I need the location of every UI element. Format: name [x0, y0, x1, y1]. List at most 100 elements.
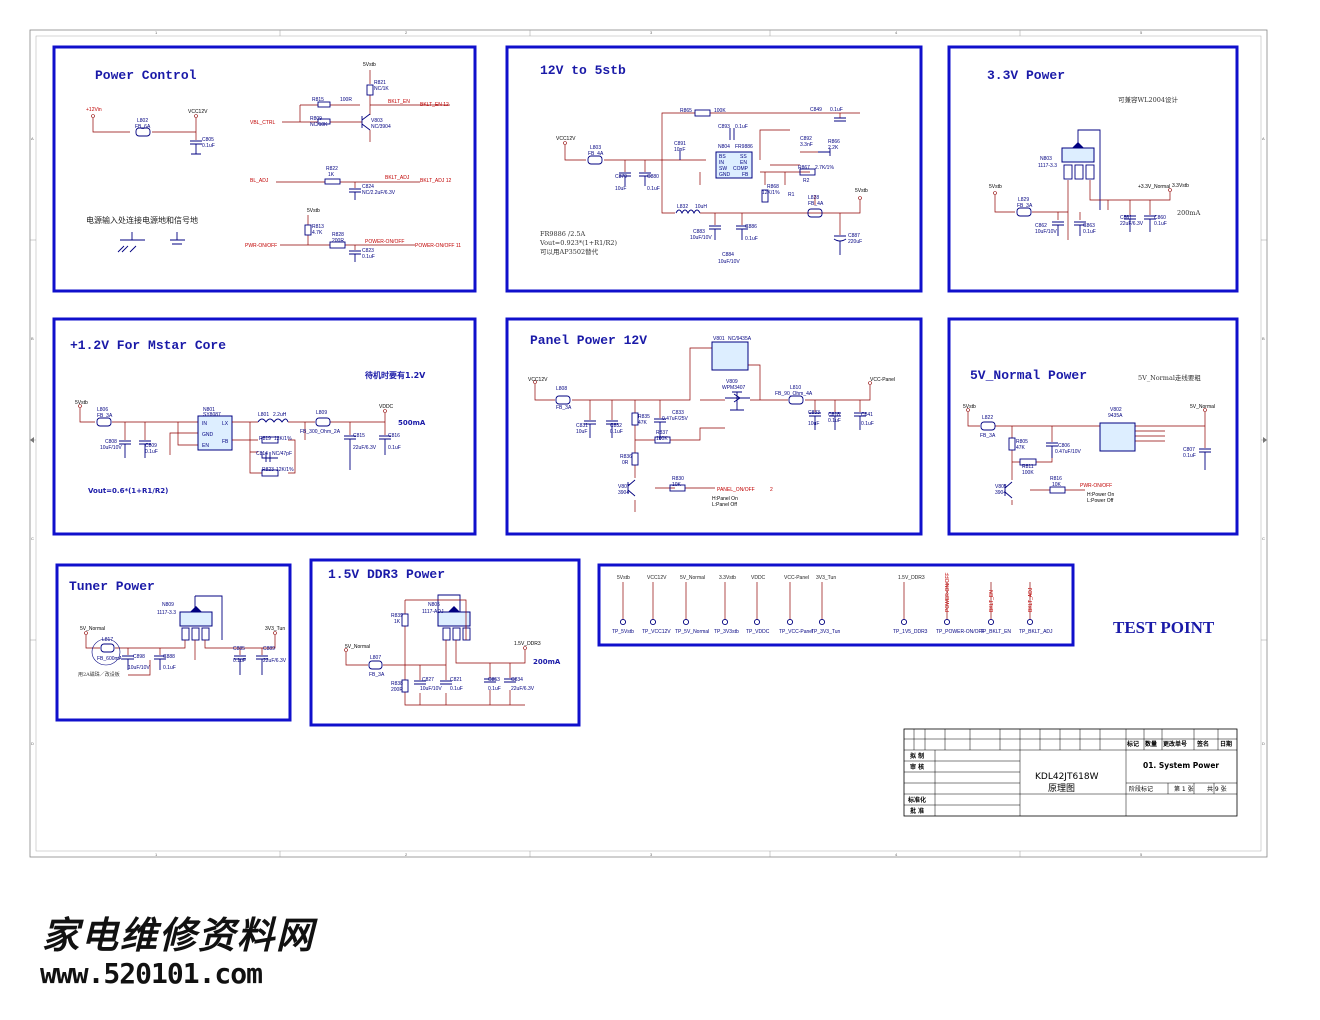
watermark: 家电维修资料网 www.520101.com: [40, 913, 316, 990]
lbl-s-11: C893: [718, 124, 730, 130]
lbl-pn-10: 0.47uF/25V: [662, 416, 689, 422]
lbl-5v-4: 9435A: [1108, 413, 1123, 419]
lbl-33-14: 0.1uF: [1154, 221, 1167, 227]
lbl-33-4: FB_3A: [1017, 203, 1033, 209]
lbl-12-23: 12K/1%: [276, 467, 294, 473]
lbl-pn-13: R836: [620, 454, 632, 460]
svg-text:5: 5: [1140, 30, 1143, 35]
lbl-dd-14: 0.1uF: [488, 686, 501, 692]
test-point-label: TP_VCC-Panel: [779, 629, 813, 635]
lbl-pc-9: R821: [374, 80, 386, 86]
section-title: Panel Power 12V: [530, 333, 647, 348]
lbl-pc-23: 200R: [332, 238, 344, 244]
lbl-5v-7: 47K: [1016, 445, 1026, 451]
section-1v2-core: +1.2V For Mstar Core 待机时要有1.2V Vout=0.6*…: [52, 317, 477, 536]
lbl-dd-12: 0.1uF: [450, 686, 463, 692]
lbl-s-3: C879: [615, 174, 627, 180]
lbl-pn-27: C818: [828, 412, 840, 418]
lbl-pc-1: L802: [137, 118, 148, 124]
lbl-pn-26: 10uF: [808, 421, 819, 427]
lbl-5v-1: L822: [982, 415, 993, 421]
lbl-pn-22: WPM3407: [722, 385, 746, 391]
lbl-dd-1: 1K: [394, 619, 401, 625]
lbl-pn-3: C831: [576, 423, 588, 429]
svg-text:B: B: [31, 336, 34, 341]
test-point-net: VCC12V: [647, 575, 667, 581]
lbl-s-20: EN: [740, 160, 747, 166]
test-point-label: TP_5V_Normal: [675, 629, 709, 635]
lbl-pc-3: VCC12V: [188, 109, 208, 115]
svg-text:D: D: [1262, 741, 1265, 746]
test-point-label: TP_BKLT_ADJ: [1019, 629, 1053, 635]
lbl-12-2: FB_3A: [97, 413, 113, 419]
lbl-dd-13: C853: [488, 677, 500, 683]
schematic-ddr3: [344, 594, 527, 706]
lbl-12-16: L809: [316, 410, 327, 416]
tb-stage: 阶段标记: [1129, 785, 1153, 793]
net-pn-1: 2: [770, 487, 773, 493]
lbl-12-4: 10uF/10V: [100, 445, 122, 451]
lbl-12-21: NC/47pF: [272, 451, 292, 457]
lbl-s-34: R1: [788, 192, 795, 198]
lbl-12-25: C815: [353, 433, 365, 439]
lbl-33-2: 5Vstb: [989, 184, 1002, 190]
lbl-33-5: C862: [1035, 223, 1047, 229]
section-note: 用2A磁珠／改设板: [78, 671, 120, 678]
lbl-s-31: R2: [803, 178, 810, 184]
svg-text:1: 1: [155, 852, 158, 857]
test-point-label: TP_VCC12V: [642, 629, 671, 635]
section-tuner-power: Tuner Power 用2A磁珠／改设板 N809 1117-3.3 5V_N…: [55, 563, 292, 722]
lbl-s-38: L832: [677, 204, 688, 210]
lbl-pc-19: NC/2.2uF/6.3V: [362, 190, 396, 196]
test-point-net: 5Vstb: [617, 575, 630, 581]
lbl-s-10: 0.1uF: [830, 107, 843, 113]
svg-text:4: 4: [895, 30, 898, 35]
lbl-s-25: C892: [800, 136, 812, 142]
lbl-pn-5: C832: [610, 423, 622, 429]
lbl-pn-24: FB_90_Ohm_4A: [775, 391, 813, 397]
lbl-s-36: FB_4A: [808, 201, 824, 207]
lbl-pn-12: 100K: [656, 436, 668, 442]
test-point-pad: [649, 618, 657, 626]
lbl-tn-6: 10uF/10V: [128, 665, 150, 671]
lbl-pc-14: V803: [371, 118, 383, 124]
test-point-net: 3.3Vstb: [719, 575, 736, 581]
test-point-net: 3V3_Tun: [816, 575, 836, 581]
lbl-33-12: 22uF/6.3V: [1120, 221, 1144, 227]
lbl-pn-21: V809: [726, 379, 738, 385]
tb-r1: 审 核: [910, 763, 924, 771]
lbl-pn-18: 10K: [672, 482, 682, 488]
test-point-net: POWER-ON/OFF: [945, 573, 951, 612]
lbl-s-28: 2.2K: [828, 145, 839, 151]
tb-r0: 拟 制: [910, 752, 924, 760]
lbl-12-27: C816: [388, 433, 400, 439]
lbl-5v-5: 5V_Normal: [1190, 404, 1215, 410]
lbl-pn-0: VCC12V: [528, 377, 548, 383]
lbl-pc-25: 0.1uF: [362, 254, 375, 260]
schematic-1v2: [78, 404, 391, 477]
svg-text:3: 3: [650, 30, 653, 35]
schematic-5v: [966, 408, 1211, 505]
lbl-pn-29: C841: [861, 412, 873, 418]
lbl-12-14: L801: [258, 412, 269, 418]
lbl-s-9: C849: [810, 107, 822, 113]
test-point-pad: [619, 618, 627, 626]
lbl-tn-0: N809: [162, 602, 174, 608]
section-power-control: Power Control 电源输入处连接电源地和信号地 +12Vin: [52, 45, 477, 293]
lbl-pc-6: 5Vstb: [363, 62, 376, 68]
svg-text:1: 1: [155, 30, 158, 35]
current-label: 200mA: [1177, 209, 1201, 217]
test-point-pad: [753, 618, 761, 626]
test-point-list: 5VstbTP_5VstbVCC12VTP_VCC12V5V_NormalTP_…: [612, 573, 1053, 635]
lbl-12-6: 0.1uF: [145, 449, 158, 455]
tb-page-2: 共 9 张: [1207, 785, 1227, 793]
section-ddr3-power: 1.5V DDR3 Power 200mA R839 1K N805 1117-…: [309, 558, 581, 727]
lbl-5v-16: C807: [1183, 447, 1195, 453]
lbl-5v-11: 100K: [1022, 470, 1034, 476]
lbl-tn-11: C889: [263, 646, 275, 652]
section-5v-normal: 5V_Normal Power 5V_Normal走线要粗 5Vstb L822…: [947, 317, 1239, 536]
